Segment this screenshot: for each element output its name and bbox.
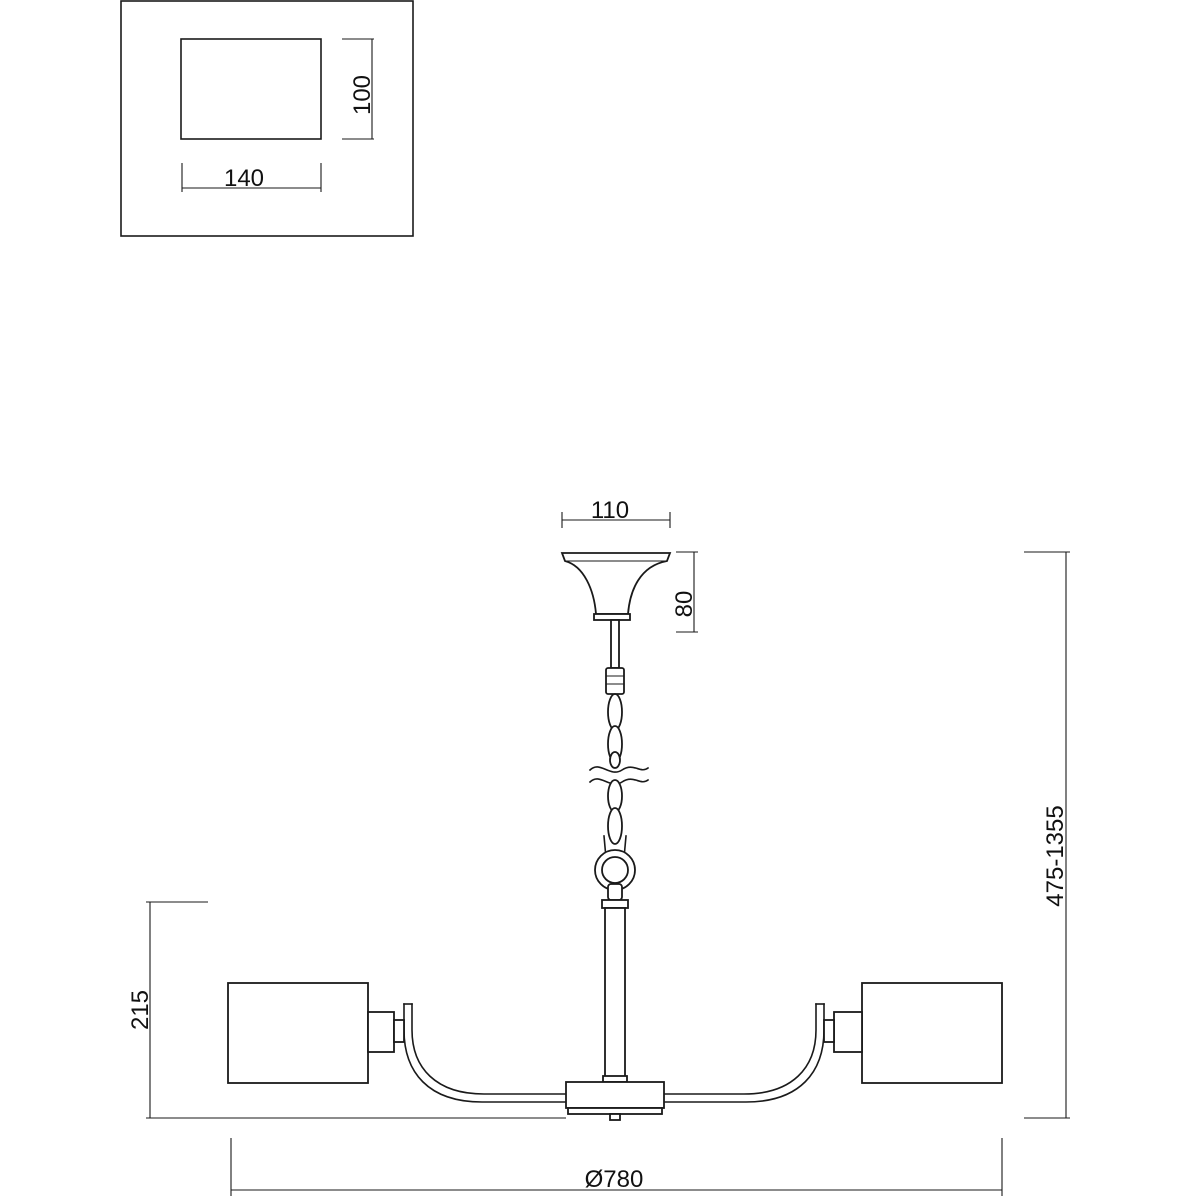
overall-diameter-dimension: Ø780: [230, 1138, 1003, 1196]
canopy-height-label: 80: [671, 591, 698, 618]
shade-width-label: 140: [224, 165, 264, 192]
central-stem: [601, 899, 629, 1083]
shade-height-dimension: 100: [342, 38, 376, 140]
overall-height-label: 475-1355: [1042, 805, 1069, 906]
shade-detail-view: 140 100: [120, 0, 414, 237]
ceiling-canopy: 110 80: [560, 497, 698, 633]
arm-hub: [565, 1081, 665, 1109]
chain-break-symbol: [588, 766, 650, 773]
overall-height-dimension: 475-1355: [1024, 551, 1070, 1119]
shade-height-label: 100: [349, 75, 376, 115]
right-lampshade: [861, 982, 1003, 1084]
right-lamp: [823, 982, 1003, 1084]
canopy-diameter-label: 110: [591, 497, 629, 524]
shade-width-dimension: 140: [181, 163, 322, 192]
left-lamp: [227, 982, 405, 1084]
arm-height-dimension: 215: [127, 901, 566, 1119]
suspension-chain: [588, 619, 650, 901]
canopy-diameter-dimension: 110: [561, 497, 671, 528]
canopy-height-dimension: 80: [671, 551, 698, 633]
arm-height-label: 215: [127, 990, 154, 1030]
shade-detail-frame: [120, 0, 414, 237]
shade-detail-rectangle: [180, 38, 322, 140]
canopy-body: [560, 552, 672, 615]
left-lampshade: [227, 982, 369, 1084]
overall-diameter-label: Ø780: [585, 1166, 644, 1193]
